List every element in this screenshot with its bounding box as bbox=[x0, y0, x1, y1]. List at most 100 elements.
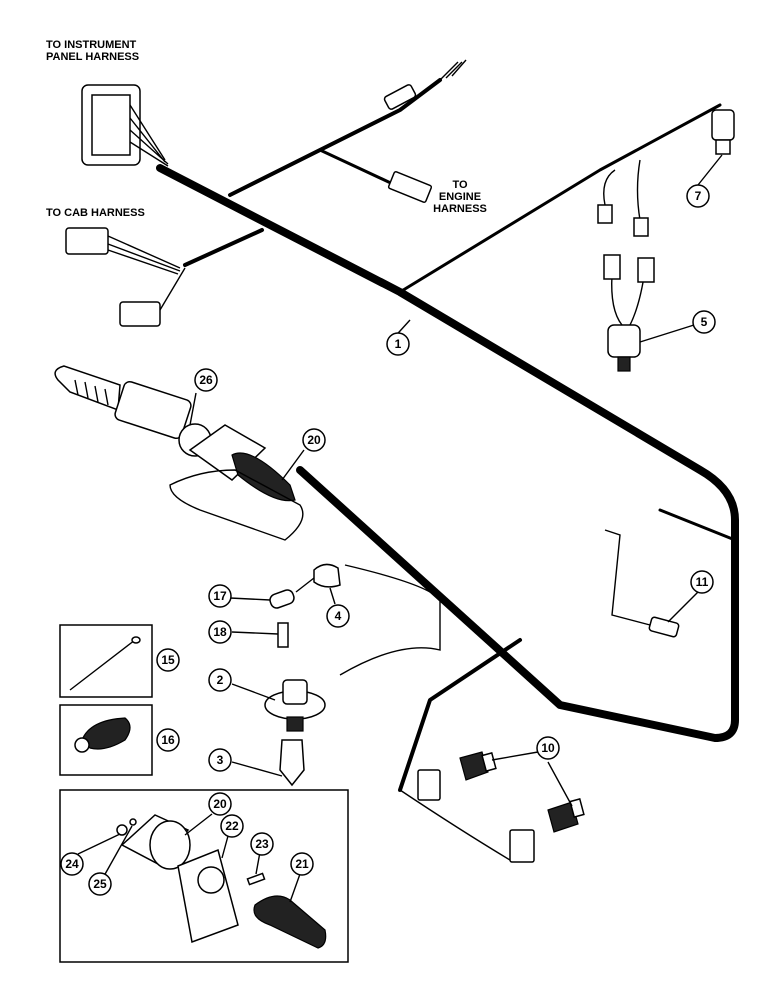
callout-20-lower: 20 bbox=[208, 792, 232, 816]
svg-text:23: 23 bbox=[255, 837, 269, 851]
leader-4 bbox=[329, 587, 336, 605]
upper-branch-plug bbox=[383, 84, 417, 110]
leader-17 bbox=[229, 597, 271, 601]
callout-10: 10 bbox=[536, 736, 560, 760]
svg-text:21: 21 bbox=[295, 857, 309, 871]
branch-engine bbox=[318, 148, 397, 187]
leader-21 bbox=[289, 873, 301, 903]
part-7-switch bbox=[711, 109, 735, 155]
svg-text:7: 7 bbox=[695, 189, 702, 203]
part-10-fitting-a bbox=[459, 751, 497, 781]
svg-text:15: 15 bbox=[161, 653, 175, 667]
leader-10 bbox=[491, 751, 573, 807]
svg-text:25: 25 bbox=[93, 877, 107, 891]
box-part-16 bbox=[59, 704, 153, 776]
branch-upper bbox=[228, 78, 442, 197]
svg-text:20: 20 bbox=[213, 797, 227, 811]
wire-to-7-a bbox=[603, 169, 616, 206]
callout-11: 11 bbox=[690, 570, 714, 594]
callout-16: 16 bbox=[156, 728, 180, 752]
connector-7a bbox=[597, 204, 613, 224]
callout-23: 23 bbox=[250, 832, 274, 856]
svg-text:17: 17 bbox=[213, 589, 227, 603]
part-11-level-sender bbox=[604, 529, 680, 638]
part-21-boot bbox=[253, 895, 327, 949]
callout-22: 22 bbox=[220, 814, 244, 838]
part-3-elbow-fitting bbox=[279, 739, 305, 787]
part-5-sensor bbox=[603, 254, 655, 372]
callout-2: 2 bbox=[208, 668, 232, 692]
branch-top-right bbox=[398, 103, 722, 294]
main-harness-trunk bbox=[156, 164, 739, 742]
callout-18: 18 bbox=[208, 620, 232, 644]
leader-2 bbox=[231, 683, 276, 701]
part-10-fitting-b bbox=[547, 798, 585, 833]
svg-text:24: 24 bbox=[65, 857, 79, 871]
callout-26: 26 bbox=[194, 368, 218, 392]
cut-wires-mark bbox=[439, 59, 467, 81]
label-to-cab-harness: TO CAB HARNESS bbox=[46, 207, 145, 219]
callout-1: 1 bbox=[386, 332, 410, 356]
leader-11 bbox=[667, 591, 699, 623]
label-to: TO bbox=[452, 179, 468, 191]
part-17-elbow bbox=[269, 589, 295, 609]
part-20-socket bbox=[169, 424, 304, 541]
svg-text:1: 1 bbox=[395, 337, 402, 351]
callout-17: 17 bbox=[208, 584, 232, 608]
callout-24: 24 bbox=[60, 852, 84, 876]
part-18-pin bbox=[277, 622, 289, 648]
box-part-15 bbox=[59, 624, 153, 698]
instrument-panel-connector bbox=[81, 84, 169, 167]
callout-3: 3 bbox=[208, 748, 232, 772]
engine-harness-connector bbox=[387, 171, 433, 203]
branch-cab bbox=[183, 228, 264, 267]
lower-connector-a bbox=[417, 769, 441, 801]
branch-sender bbox=[658, 508, 737, 542]
svg-text:5: 5 bbox=[701, 315, 708, 329]
svg-text:16: 16 bbox=[161, 733, 175, 747]
connector-7b bbox=[633, 217, 649, 237]
svg-text:26: 26 bbox=[199, 373, 213, 387]
part-24-nut bbox=[116, 824, 128, 836]
branch-lower-wire bbox=[399, 789, 511, 861]
cab-harness-connector-a bbox=[65, 227, 181, 275]
part-26-trailer-plug bbox=[54, 365, 212, 457]
callout-4: 4 bbox=[326, 604, 350, 628]
callout-21: 21 bbox=[290, 852, 314, 876]
callout-25: 25 bbox=[88, 872, 112, 896]
svg-text:11: 11 bbox=[696, 575, 709, 589]
leader-20a bbox=[281, 449, 305, 481]
svg-text:4: 4 bbox=[335, 609, 342, 623]
leader-22 bbox=[221, 835, 229, 859]
label-to-instrument: TO INSTRUMENT bbox=[46, 39, 137, 51]
branch-lower bbox=[398, 638, 522, 792]
leader-20b bbox=[184, 813, 213, 836]
leader-18 bbox=[231, 631, 279, 635]
leader-7 bbox=[697, 154, 723, 186]
pressure-switch-wire bbox=[339, 564, 441, 676]
callout-5: 5 bbox=[692, 310, 716, 334]
svg-text:3: 3 bbox=[217, 753, 224, 767]
leader-3 bbox=[231, 761, 283, 777]
svg-text:20: 20 bbox=[307, 433, 321, 447]
part-4-sender bbox=[295, 563, 341, 593]
label-panel-harness: PANEL HARNESS bbox=[46, 51, 139, 63]
callout-7: 7 bbox=[686, 184, 710, 208]
part-23-screw bbox=[246, 872, 266, 886]
svg-text:18: 18 bbox=[213, 625, 227, 639]
leader-26 bbox=[189, 392, 197, 426]
svg-text:2: 2 bbox=[217, 673, 224, 687]
cab-harness-connector-b bbox=[119, 267, 186, 327]
svg-text:22: 22 bbox=[225, 819, 239, 833]
callout-20-upper: 20 bbox=[302, 428, 326, 452]
leader-23 bbox=[255, 851, 261, 875]
leader-25 bbox=[103, 825, 133, 877]
wire-to-5-a bbox=[611, 274, 623, 326]
leader-24 bbox=[77, 833, 121, 855]
callout-15: 15 bbox=[156, 648, 180, 672]
part-25-washer bbox=[129, 818, 137, 826]
svg-text:10: 10 bbox=[541, 741, 555, 755]
lower-connector-b bbox=[509, 829, 535, 863]
